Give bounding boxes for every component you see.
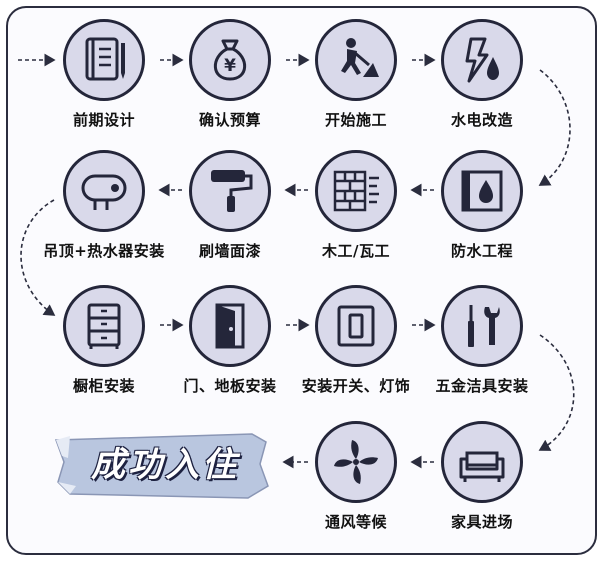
notebook-icon — [85, 37, 125, 81]
step-label: 水电改造 — [450, 111, 513, 129]
step-3: 开始施工 — [281, 19, 431, 130]
arrow-4-5 — [538, 69, 571, 186]
step-10: 门、地板安装 — [155, 285, 305, 396]
step-label: 刷墙面漆 — [198, 242, 261, 260]
final-banner — [54, 433, 269, 499]
step-label: 木工/瓦工 — [322, 242, 390, 260]
step-5: 防水工程 — [407, 150, 557, 261]
step-4: 水电改造 — [407, 19, 557, 130]
tools-icon — [468, 305, 500, 347]
fan-icon — [334, 440, 378, 484]
step-8: 吊顶+热水器安装 — [29, 150, 179, 261]
arrow-12-13 — [538, 334, 575, 451]
sofa-icon — [459, 451, 505, 482]
step-label: 前期设计 — [72, 111, 135, 129]
cabinet-icon — [87, 303, 121, 349]
step-9: 橱柜安装 — [29, 285, 179, 396]
step-6: 木工/瓦工 — [281, 150, 431, 261]
step-2: ¥ 确认预算 — [155, 19, 305, 130]
step-14: 通风等候 — [281, 421, 431, 532]
waterproof-icon — [461, 170, 503, 212]
step-7: 刷墙面漆 — [155, 150, 305, 261]
step-label: 门、地板安装 — [183, 377, 277, 395]
water-heater-icon — [81, 174, 127, 210]
door-icon — [215, 303, 245, 349]
arrow-8-9 — [20, 199, 56, 316]
step-label: 吊顶+热水器安装 — [43, 242, 165, 260]
step-13: 家具进场 — [407, 421, 557, 532]
step-11: 安装开关、灯饰 — [281, 285, 431, 396]
step-label: 开始施工 — [324, 111, 387, 129]
step-1: 前期设计 — [29, 19, 179, 130]
step-label: 通风等候 — [324, 513, 387, 531]
worker-icon — [341, 38, 379, 77]
switch-icon — [337, 305, 375, 347]
brick-wall-icon — [333, 170, 379, 212]
final-label: 成功入住 — [91, 445, 239, 485]
step-label: 橱柜安装 — [72, 377, 135, 395]
step-label: 确认预算 — [198, 111, 261, 129]
lightning-water-icon — [465, 37, 499, 83]
step-label: 五金洁具安装 — [435, 377, 529, 395]
step-12: 五金洁具安装 — [407, 285, 557, 396]
step-label: 家具进场 — [450, 513, 513, 531]
step-label: 安装开关、灯饰 — [301, 377, 411, 395]
step-label: 防水工程 — [450, 242, 513, 260]
svg-text:¥: ¥ — [224, 56, 236, 76]
money-bag-icon: ¥ — [213, 39, 247, 81]
paint-roller-icon — [211, 170, 253, 212]
